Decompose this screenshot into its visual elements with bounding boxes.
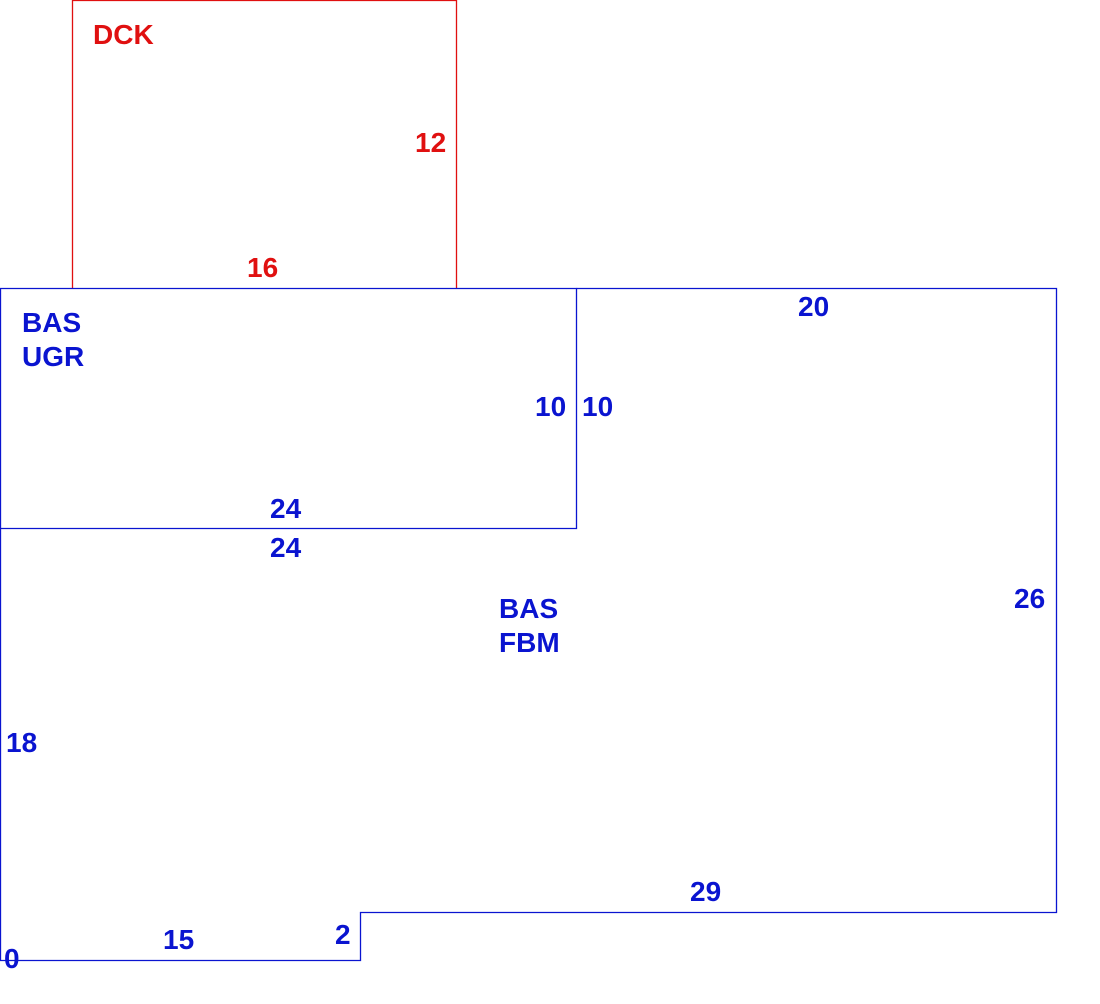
deck-outline	[71, 0, 458, 289]
ugr-area-code-line2: UGR	[22, 341, 85, 372]
top-right-dimension: 20	[798, 291, 830, 322]
right-side-dimension: 26	[1014, 583, 1046, 614]
origin-marker: 0	[4, 943, 20, 974]
ugr-area-code-line1: BAS	[22, 307, 82, 338]
left-side-dimension: 18	[6, 727, 38, 758]
ugr-outline	[0, 287, 578, 530]
ugr-right-dimension: 10	[535, 391, 567, 422]
deck-area-code: DCK	[93, 19, 154, 50]
bottom-left-dimension: 15	[163, 924, 195, 955]
fbm-area-code-line1: BAS	[499, 593, 559, 624]
step-dimension: 2	[335, 919, 351, 950]
fbm-left-upper-dimension: 10	[582, 391, 614, 422]
bottom-right-dimension: 29	[690, 876, 722, 907]
main-outline	[0, 287, 1058, 962]
fbm-area-code-line2: FBM	[499, 627, 560, 658]
deck-height-dimension: 12	[415, 127, 447, 158]
ugr-bottom-dimension: 24	[270, 493, 302, 524]
deck-width-dimension: 16	[247, 252, 279, 283]
fbm-top-dimension: 24	[270, 532, 302, 563]
